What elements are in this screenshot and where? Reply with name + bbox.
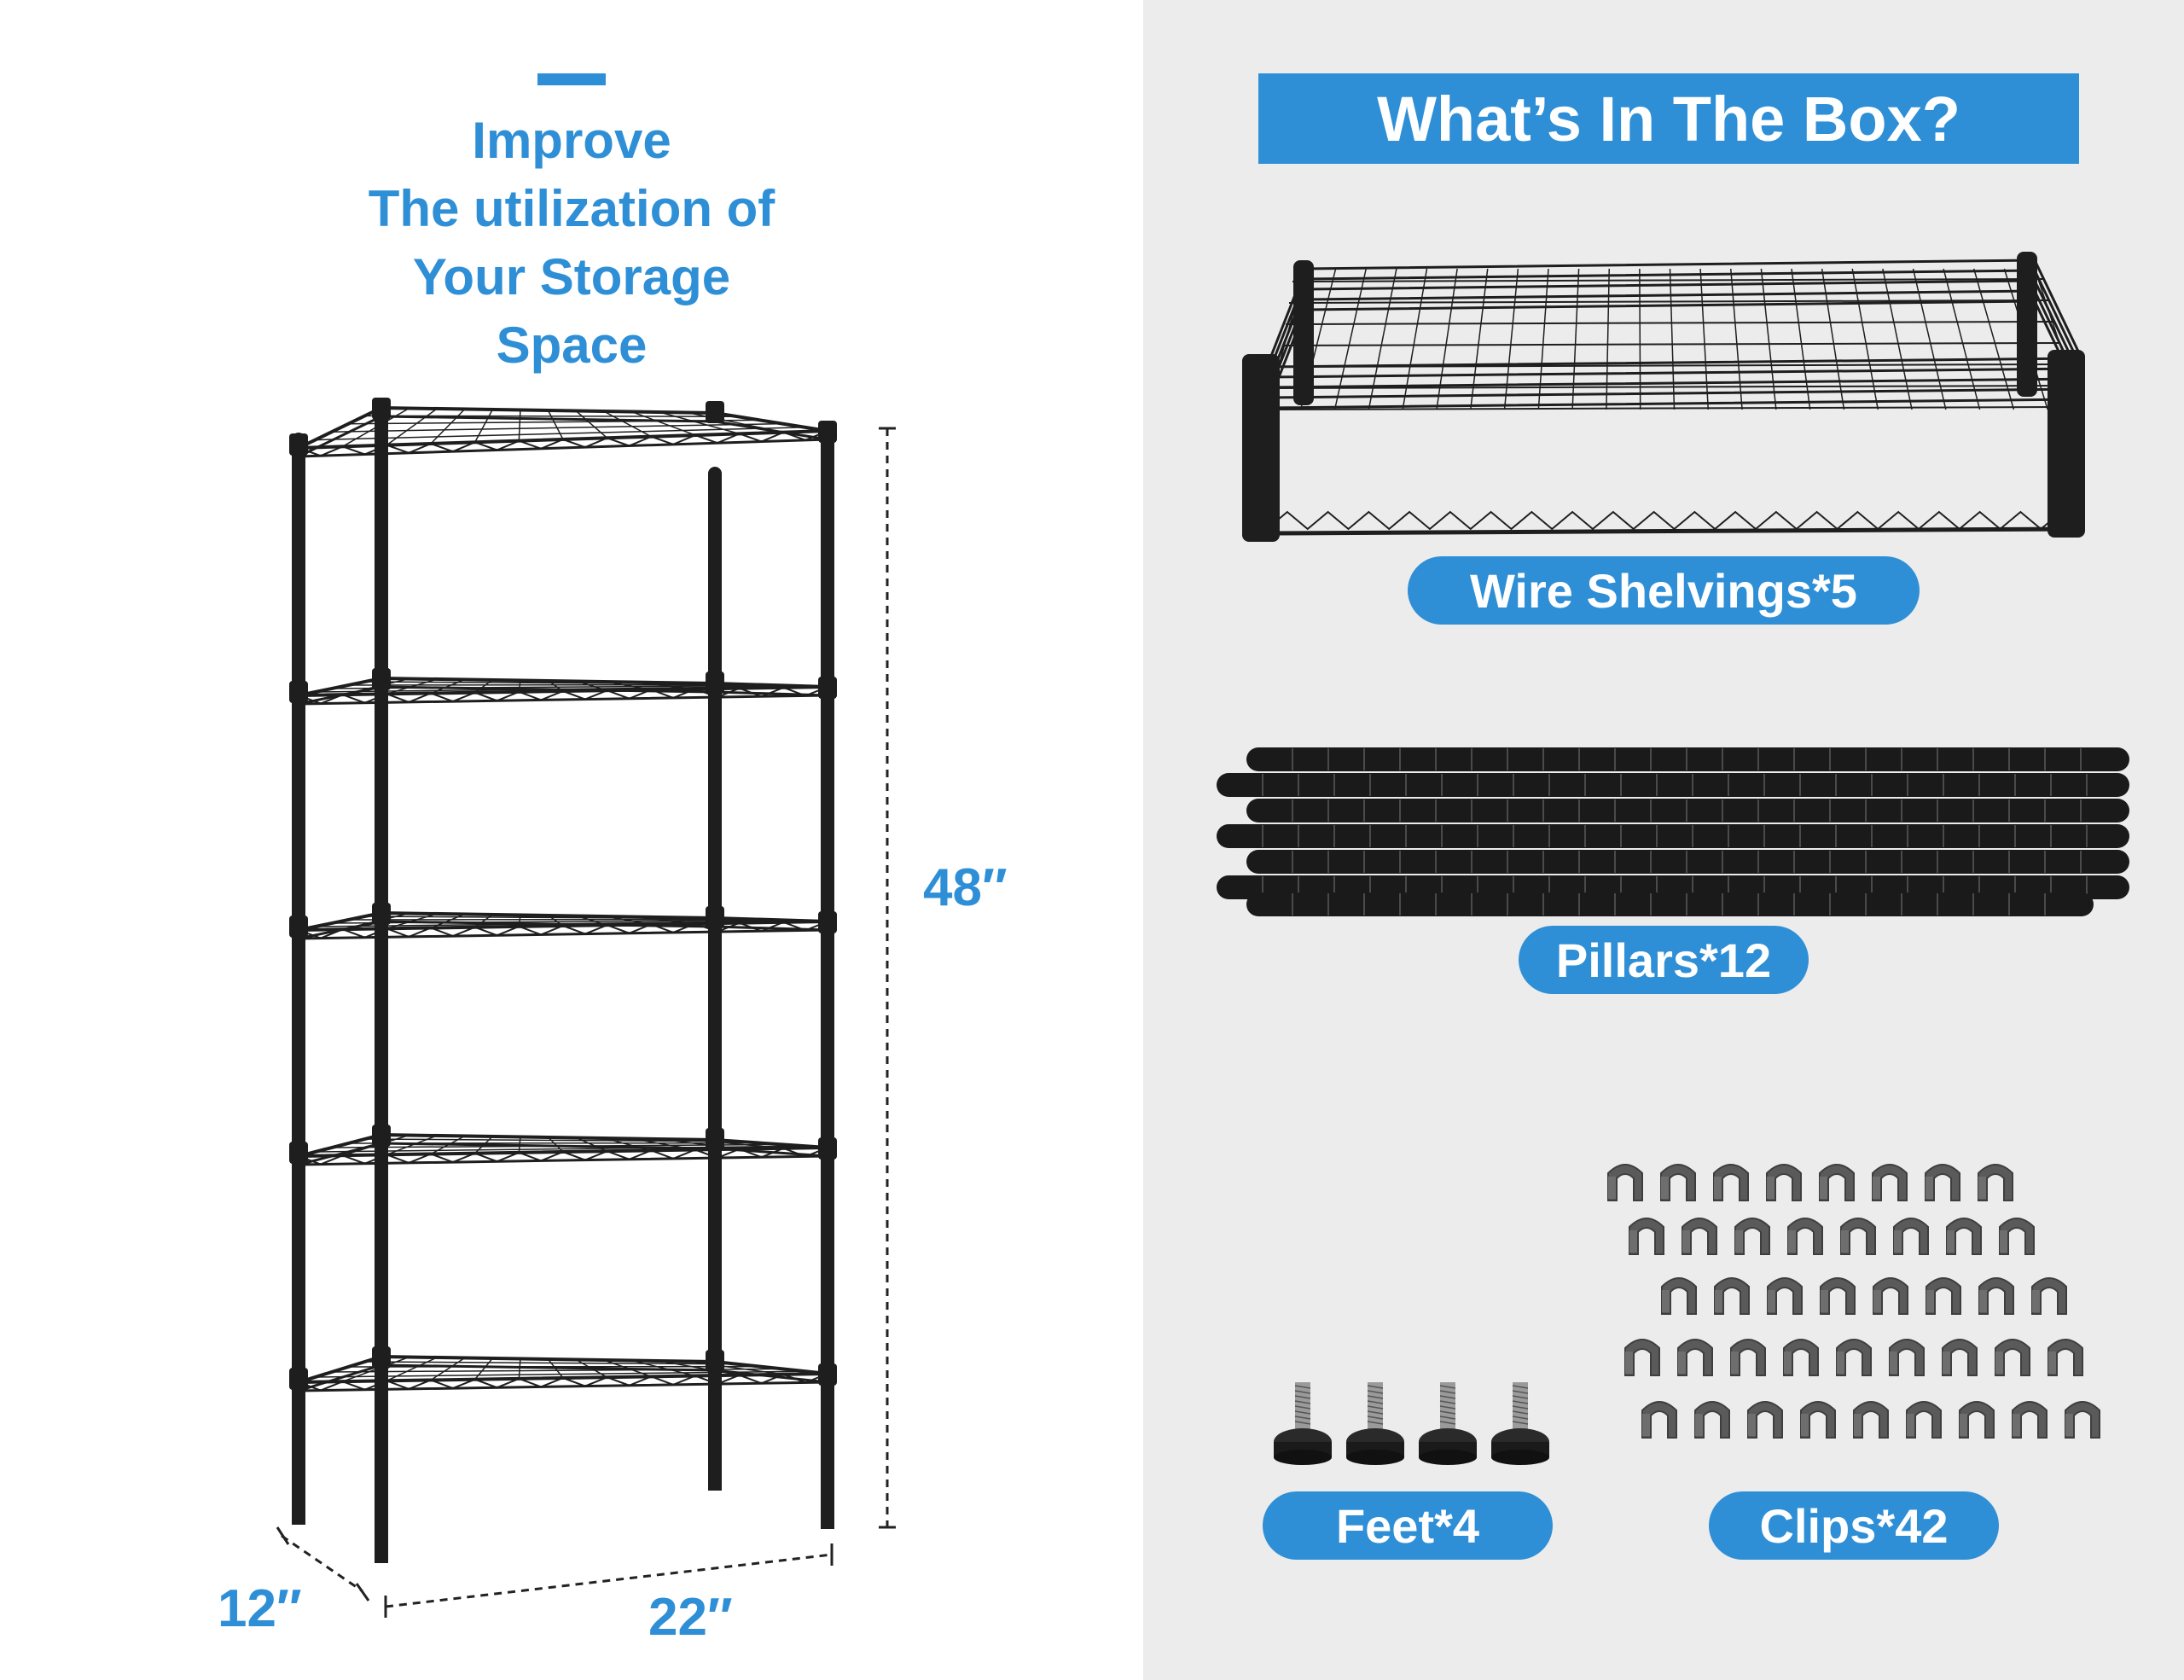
headline-line: Your Storage — [412, 248, 731, 305]
shelf-unit-image — [276, 398, 896, 1618]
accent-bar — [537, 73, 606, 85]
clips-image — [1607, 1164, 2100, 1439]
clips-label: Clips*42 — [1709, 1491, 1999, 1560]
wire-shelvings-label: Wire Shelvings*5 — [1408, 556, 1920, 625]
feet-label: Feet*4 — [1263, 1491, 1553, 1560]
headline-line: Space — [496, 317, 648, 374]
wire-shelf-stack-image — [1242, 252, 2085, 542]
pillars-label: Pillars*12 — [1519, 926, 1809, 994]
whats-in-the-box-title: What’s In The Box? — [1258, 73, 2079, 164]
headline: Improve The utilization of Your Storage … — [256, 107, 887, 380]
headline-line: The utilization of — [368, 180, 775, 237]
depth-dimension-label: 12″ — [218, 1579, 302, 1638]
pillars-image — [1217, 747, 2129, 916]
width-dimension-label: 22″ — [648, 1588, 733, 1647]
left-panel — [0, 0, 1143, 1680]
feet-image — [1274, 1382, 1549, 1465]
dimension-lines — [276, 427, 896, 1618]
headline-line: Improve — [472, 112, 671, 169]
height-dimension-label: 48″ — [923, 858, 1008, 917]
